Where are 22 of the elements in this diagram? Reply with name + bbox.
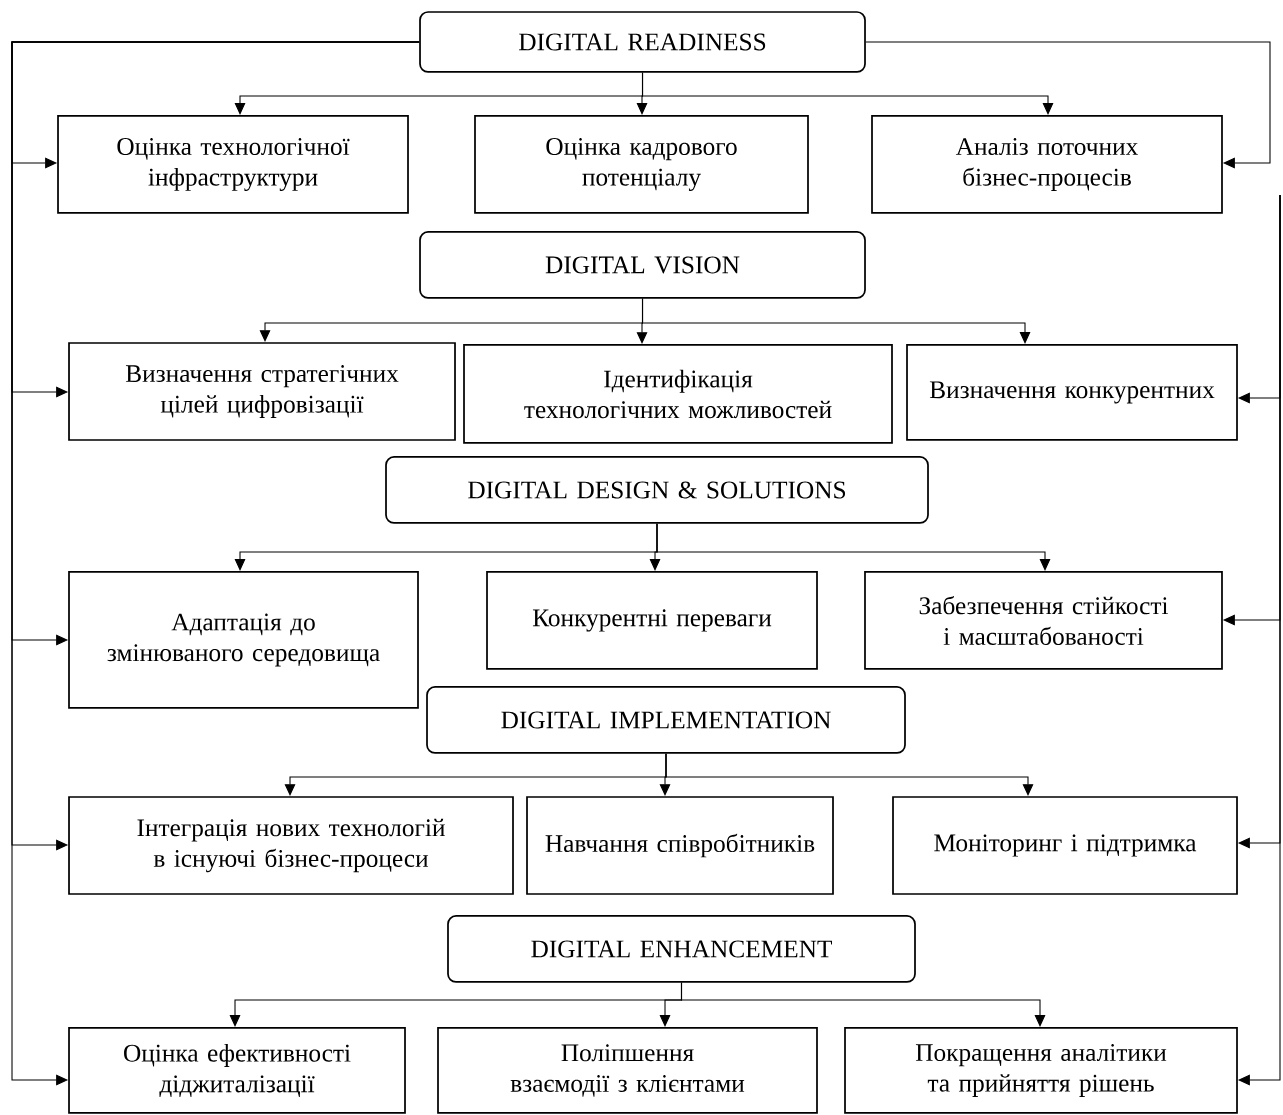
process-box: Моніторинг і підтримка [892,796,1238,895]
process-box: Ідентифікація технологічних можливостей [463,344,893,444]
arrow [865,41,1271,169]
process-box: Інтеграція нових технологій в існуючі бізнес-процеси [68,796,514,895]
stage-box: DIGITAL IMPLEMENTATION [426,686,906,754]
process-box: Адаптація до змінюваного середовища [68,571,419,709]
process-box: Навчання співробітників [526,796,834,895]
process-box: Оцінка ефективності діджиталізації [68,1027,406,1114]
stage-box: DIGITAL READINESS [419,11,866,73]
stage-box: DIGITAL ENHANCEMENT [447,915,916,983]
stage-box: DIGITAL DESIGN & SOLUTIONS [385,456,929,524]
process-box: Визначення стратегічних цілей цифровізації [68,342,456,441]
process-box: Конкурентні переваги [486,571,818,670]
process-box: Поліпшення взаємодії з клієнтами [437,1027,818,1114]
process-box: Оцінка кадрового потенціалу [474,115,809,214]
process-box: Покращення аналітики та прийняття рішень [844,1027,1238,1114]
process-box: Забезпечення стійкості і масштабованості [864,571,1223,670]
stage-box: DIGITAL VISION [419,231,866,299]
process-box: Оцінка технологічної інфраструктури [57,115,409,214]
arrow [11,41,420,1086]
process-box: Аналіз поточних бізнес-процесів [871,115,1223,214]
process-box: Визначення конкурентних [906,344,1238,441]
